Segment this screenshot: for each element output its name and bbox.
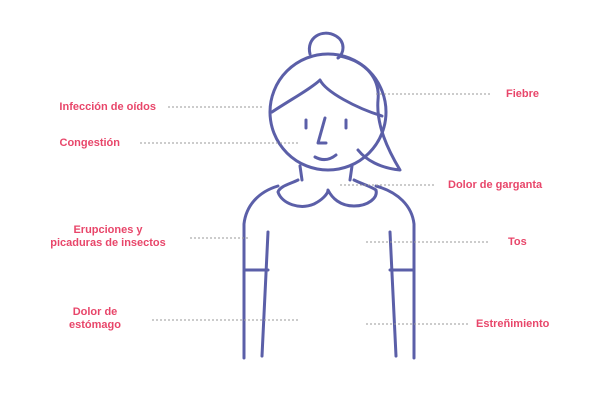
- label-sore-throat: Dolor de garganta: [448, 179, 543, 191]
- label-stomach-line2: estómago: [69, 319, 121, 331]
- label-rashes-line2: picaduras de insectos: [50, 237, 166, 249]
- torso-right: [374, 184, 416, 360]
- label-ear-infection: Infección de oídos: [59, 101, 156, 113]
- label-congestion: Congestión: [59, 137, 121, 149]
- torso-left: [242, 184, 280, 360]
- neck-right: [348, 164, 354, 182]
- neck-left: [298, 164, 304, 182]
- hair-bangs: [270, 78, 384, 118]
- label-rashes-line1: Erupciones y: [73, 224, 143, 236]
- mouth: [313, 153, 338, 162]
- head-outline: [268, 52, 388, 172]
- arm-left-inner: [260, 230, 270, 358]
- label-fever: Fiebre: [506, 88, 540, 100]
- label-stomach-line1: Dolor de: [72, 306, 118, 318]
- hair-ponytail: [338, 54, 402, 172]
- nose: [316, 116, 328, 145]
- arm-right-inner: [388, 230, 398, 358]
- label-cough: Tos: [508, 236, 527, 248]
- label-stomach: Dolor de estómago: [60, 306, 130, 332]
- label-constipation: Estreñimiento: [476, 318, 550, 330]
- label-rashes: Erupciones y picaduras de insectos: [40, 224, 176, 250]
- collar: [276, 178, 378, 208]
- hair-bun: [307, 31, 345, 60]
